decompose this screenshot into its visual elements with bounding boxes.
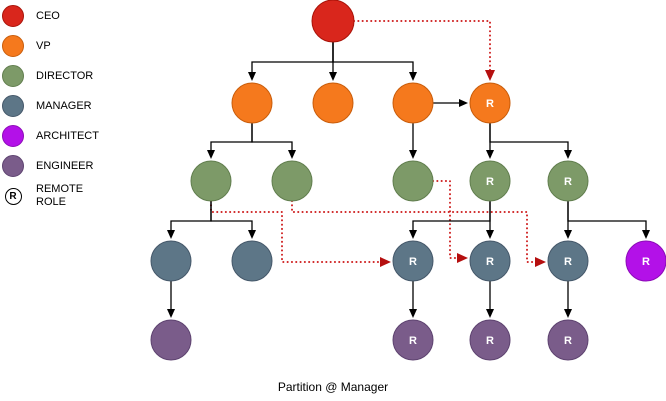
solid-edge-director-remote-2--architect-remote: [567, 201, 647, 230]
arrowhead-icon: [167, 230, 175, 239]
vp-legend-swatch-box: [2, 35, 24, 57]
arrowhead-icon: [564, 309, 572, 318]
arrowhead-icon: [486, 309, 494, 318]
remote-badge-engineer-remote-1: R: [409, 335, 417, 347]
director-legend-swatch-box: [2, 65, 24, 87]
remote-role-legend-swatch-box: R: [2, 187, 24, 205]
ceo-circle-icon: [2, 5, 24, 27]
dotted-edge-director-2--manager-remote-3: [291, 200, 536, 263]
arrowhead-icon: [486, 230, 494, 239]
arrowhead-icon: [207, 150, 215, 159]
arrowhead-icon: [329, 72, 337, 81]
legend-item-director: DIRECTOR: [2, 61, 106, 91]
remote-badge-manager-remote-3: R: [564, 256, 572, 268]
legend-label-ceo: CEO: [36, 9, 60, 22]
legend-item-ceo: CEO: [2, 1, 106, 31]
node-engineer-remote-1[interactable]: [392, 319, 434, 361]
engineer-circle-icon: [2, 155, 24, 177]
ceo-legend-swatch-box: [2, 5, 24, 27]
solid-edge-director-1--manager-2: [210, 201, 253, 230]
arrowhead-icon: [409, 230, 417, 239]
remote-badge-architect-remote: R: [642, 256, 650, 268]
remote-badge-director-remote-1: R: [486, 176, 494, 188]
solid-edge-ceo--vp-3: [332, 42, 414, 72]
solid-edge-director-remote-1--manager-remote-1: [412, 201, 491, 230]
solid-edge-ceo--vp-1: [251, 42, 334, 72]
legend-label-manager: MANAGER: [36, 99, 92, 112]
architect-circle-icon: [2, 125, 24, 147]
dotted-edge-director-1--manager-remote-1: [210, 200, 381, 263]
legend-label-architect: ARCHITECT: [36, 129, 99, 142]
node-vp-1[interactable]: [231, 82, 273, 124]
node-vp-remote[interactable]: [469, 82, 511, 124]
solid-edge-vp-remote--director-remote-2: [489, 123, 569, 150]
node-director-1[interactable]: [190, 160, 232, 202]
manager-circle-icon: [2, 95, 24, 117]
remote-badge-manager-remote-1: R: [409, 256, 417, 268]
arrowhead-icon: [409, 309, 417, 318]
vp-circle-icon: [2, 35, 24, 57]
arrowhead-icon: [409, 150, 417, 159]
node-director-remote-2[interactable]: [547, 160, 589, 202]
diagram-caption: Partition @ Manager: [277, 380, 389, 394]
arrowhead-icon: [642, 230, 650, 239]
node-director-remote-1[interactable]: [469, 160, 511, 202]
legend: CEO VP DIRECTOR MANAGER ARCHITECT ENGINEER R RE…: [2, 1, 106, 211]
node-director-2[interactable]: [271, 160, 313, 202]
legend-item-engineer: ENGINEER: [2, 151, 106, 181]
arrowhead-icon: [459, 99, 468, 107]
solid-edge-vp-1--director-1: [210, 123, 253, 150]
legend-item-remote-role: R REMOTE ROLE: [2, 181, 106, 211]
remote-badge-director-remote-2: R: [564, 176, 572, 188]
arrowhead-icon: [248, 230, 256, 239]
remote-badge-vp-remote: R: [486, 98, 494, 110]
manager-legend-swatch-box: [2, 95, 24, 117]
legend-item-architect: ARCHITECT: [2, 121, 106, 151]
arrowhead-icon: [564, 230, 572, 239]
arrowhead-icon: [564, 150, 572, 159]
remote-badge-engineer-remote-2: R: [486, 335, 494, 347]
legend-label-director: DIRECTOR: [36, 69, 94, 82]
arrowhead-icon: [409, 72, 417, 81]
node-engineer-1[interactable]: [150, 319, 192, 361]
arrowhead-icon: [288, 150, 296, 159]
architect-legend-swatch-box: [2, 125, 24, 147]
arrowhead-icon: [380, 257, 391, 267]
dotted-edge-ceo--vp-remote: [353, 20, 491, 71]
arrowhead-icon: [486, 150, 494, 159]
node-manager-remote-3[interactable]: [547, 240, 589, 282]
arrowhead-icon: [535, 257, 546, 267]
solid-edge-director-1--manager-1: [170, 201, 212, 230]
legend-item-manager: MANAGER: [2, 91, 106, 121]
node-manager-2[interactable]: [231, 240, 273, 282]
engineer-legend-swatch-box: [2, 155, 24, 177]
node-manager-1[interactable]: [150, 240, 192, 282]
remote-role-icon: R: [4, 187, 22, 205]
arrowhead-icon: [167, 309, 175, 318]
node-manager-remote-2[interactable]: [469, 240, 511, 282]
node-ceo[interactable]: [311, 0, 355, 43]
legend-label-engineer: ENGINEER: [36, 159, 94, 172]
node-architect-remote[interactable]: [625, 240, 666, 282]
dotted-edge-director-3--manager-remote-2: [432, 180, 458, 259]
arrowhead-icon: [457, 253, 468, 263]
node-engineer-remote-3[interactable]: [547, 319, 589, 361]
legend-label-remote-role: REMOTE ROLE: [36, 183, 84, 208]
remote-badge-manager-remote-2: R: [486, 256, 494, 268]
node-engineer-remote-2[interactable]: [469, 319, 511, 361]
node-manager-remote-1[interactable]: [392, 240, 434, 282]
solid-edge-vp-1--director-2: [251, 123, 293, 150]
node-vp-2[interactable]: [312, 82, 354, 124]
node-vp-3[interactable]: [392, 82, 434, 124]
node-director-3[interactable]: [392, 160, 434, 202]
arrowhead-icon: [248, 72, 256, 81]
remote-badge-engineer-remote-3: R: [564, 335, 572, 347]
arrowhead-icon: [485, 70, 495, 81]
legend-item-vp: VP: [2, 31, 106, 61]
director-circle-icon: [2, 65, 24, 87]
legend-label-vp: VP: [36, 39, 51, 52]
